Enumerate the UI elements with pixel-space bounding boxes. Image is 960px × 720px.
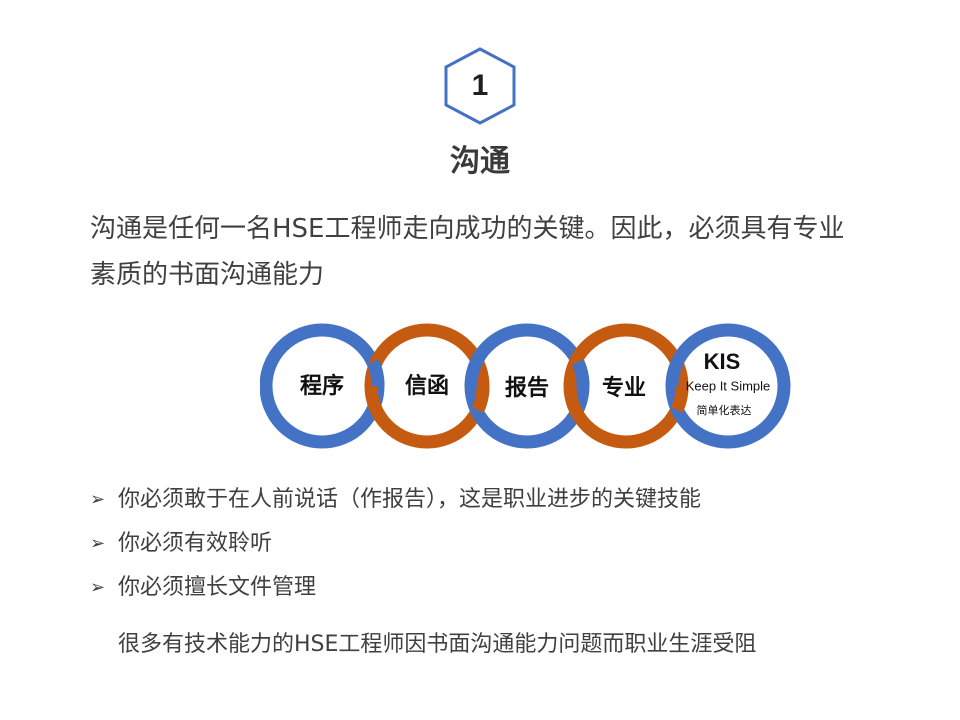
intro-line-1: 沟通是任何一名HSE工程师走向成功的关键。因此，必须具有专业 [90,214,845,244]
ring-label-report: 报告 [504,376,550,401]
footer-note: 很多有技术能力的HSE工程师因书面沟通能力问题而职业生涯受阻 [118,632,757,657]
list-item: ➢ 你必须有效聆听 [90,522,890,566]
ring-label-kis-cn: 简单化表达 [696,404,752,417]
hexagon-icon [444,47,516,125]
intro-paragraph: 沟通是任何一名HSE工程师走向成功的关键。因此，必须具有专业 素质的书面沟通能力 [90,206,890,298]
badge-number: 1 [471,69,489,102]
ring-label-procedure: 程序 [299,374,345,399]
list-item: ➢ 你必须擅长文件管理 [90,566,890,610]
bullet-text: 你必须有效聆听 [118,531,273,556]
ring-label-letter: 信函 [404,374,450,399]
arrow-bullet-icon: ➢ [90,577,106,598]
number-badge: 1 [442,46,518,126]
ring-5 [665,323,791,449]
ring-label-professional: 专业 [601,376,647,401]
bullet-text: 你必须敢于在人前说话（作报告），这是职业进步的关键技能 [118,487,702,512]
intro-line-2: 素质的书面沟通能力 [90,260,325,290]
rings-graphic [259,323,791,449]
ring-label-kis-sub: Keep It Simple [685,378,771,394]
bullet-list: ➢ 你必须敢于在人前说话（作报告），这是职业进步的关键技能 ➢ 你必须有效聆听 … [90,478,890,610]
arrow-bullet-icon: ➢ [90,489,106,510]
list-item: ➢ 你必须敢于在人前说话（作报告），这是职业进步的关键技能 [90,478,890,522]
ring-label-kis: KIS [703,349,741,374]
arrow-bullet-icon: ➢ [90,533,106,554]
communication-rings-diagram: 程序 信函 报告 专业 KIS Keep It Simple 简单化表达 [259,316,800,462]
bullet-text: 你必须擅长文件管理 [118,575,317,600]
page-title: 沟通 [450,144,510,179]
